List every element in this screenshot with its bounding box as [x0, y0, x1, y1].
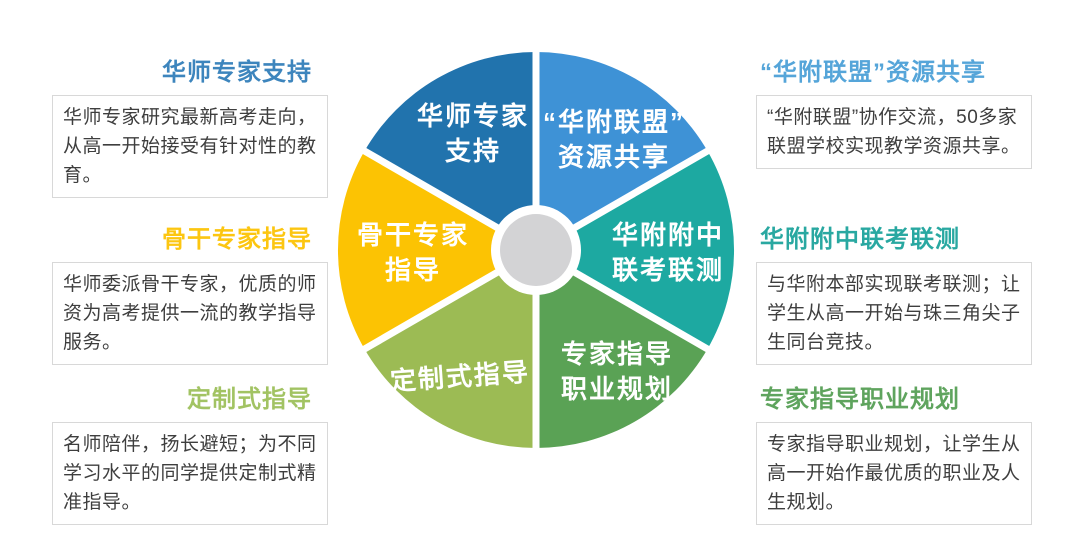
panel-huafu-alliance-resources: “华附联盟”资源共享 “华附联盟”协作交流，50多家联盟学校实现教学资源共享。	[756, 52, 1032, 169]
pie-svg	[337, 50, 735, 450]
panel-body-text: 与华附本部实现联考联测；让学生从高一开始与珠三角尖子生同台竞技。	[767, 274, 1021, 353]
panel-body-text: 华师专家研究最新高考走向，从高一开始接受有针对性的教育。	[63, 107, 317, 186]
panel-body-box: “华附联盟”协作交流，50多家联盟学校实现教学资源共享。	[756, 95, 1032, 169]
pie-label-backbone-expert-guidance: 骨干专家 指导	[357, 218, 469, 288]
pie-segment-backbone-expert-guidance	[337, 151, 536, 349]
panel-title-backbone-expert-guidance: 骨干专家指导	[162, 226, 312, 253]
panel-huashi-expert-support: 华师专家支持 华师专家研究最新高考走向，从高一开始接受有针对性的教育。	[52, 52, 328, 198]
panel-expert-career-planning: 专家指导职业规划 专家指导职业规划，让学生从高一开始作最优质的职业及人生规划。	[756, 379, 1032, 525]
pie-label-line: “华附联盟”	[542, 107, 686, 137]
panel-backbone-expert-guidance: 骨干专家指导 华师委派骨干专家，优质的师资为高考提供一流的教学指导服务。	[52, 219, 328, 365]
panel-body-text: 名师陪伴，扬长避短；为不同学习水平的同学提供定制式精准指导。	[63, 434, 317, 513]
panel-body-box: 华师专家研究最新高考走向，从高一开始接受有针对性的教育。	[52, 95, 328, 198]
pie-label-line: 联考联测	[611, 255, 725, 285]
panel-title-expert-career-planning: 专家指导职业规划	[760, 386, 960, 413]
panel-body-text: 华师委派骨干专家，优质的师资为高考提供一流的教学指导服务。	[63, 274, 317, 353]
pie-label-line: 职业规划	[560, 374, 674, 404]
panel-body-box: 华师委派骨干专家，优质的师资为高考提供一流的教学指导服务。	[52, 262, 328, 365]
pie-segment-customized-guidance	[364, 250, 536, 448]
pie-label-line: 专家指导	[560, 339, 674, 369]
pie-segment-huafu-joint-exams	[536, 151, 735, 349]
panel-customized-guidance: 定制式指导 名师陪伴，扬长避短；为不同学习水平的同学提供定制式精准指导。	[52, 379, 328, 525]
pie-label-line: 华附附中	[611, 220, 725, 250]
panel-title-huafu-alliance-resources: “华附联盟”资源共享	[760, 59, 986, 86]
pie-label-expert-career-planning: 专家指导 职业规划	[561, 337, 673, 407]
panel-body-text: “华附联盟”协作交流，50多家联盟学校实现教学资源共享。	[767, 107, 1021, 157]
pie-center-hub	[500, 214, 572, 286]
panel-body-box: 名师陪伴，扬长避短；为不同学习水平的同学提供定制式精准指导。	[52, 422, 328, 525]
pie-segment-expert-career-planning	[536, 250, 708, 448]
pie-label-line: 华师专家	[416, 101, 530, 131]
panel-title-customized-guidance: 定制式指导	[187, 386, 312, 413]
pie-diagram: 华师专家 支持 “华附联盟” 资源共享 华附附中 联考联测 专家指导 职业规划 …	[336, 50, 736, 450]
pie-label-line: 支持	[444, 136, 502, 166]
panel-body-box: 与华附本部实现联考联测；让学生从高一开始与珠三角尖子生同台竞技。	[756, 262, 1032, 365]
pie-label-line: 指导	[384, 255, 442, 285]
pie-segment-huafu-alliance-resources	[536, 52, 708, 250]
panel-huafu-joint-exams: 华附附中联考联测 与华附本部实现联考联测；让学生从高一开始与珠三角尖子生同台竞技…	[756, 219, 1032, 365]
pie-label-huashi-expert-support: 华师专家 支持	[417, 99, 529, 169]
panel-body-text: 专家指导职业规划，让学生从高一开始作最优质的职业及人生规划。	[767, 434, 1021, 513]
panel-body-box: 专家指导职业规划，让学生从高一开始作最优质的职业及人生规划。	[756, 422, 1032, 525]
pie-label-line: 资源共享	[557, 142, 671, 172]
panel-title-huashi-expert-support: 华师专家支持	[162, 59, 312, 86]
pie-label-huafu-joint-exams: 华附附中 联考联测	[612, 218, 724, 288]
pie-segment-huashi-expert-support	[364, 51, 536, 250]
pie-label-huafu-alliance-resources: “华附联盟” 资源共享	[543, 105, 685, 175]
panel-title-huafu-joint-exams: 华附附中联考联测	[760, 226, 960, 253]
pie-label-line: 骨干专家	[356, 220, 470, 250]
